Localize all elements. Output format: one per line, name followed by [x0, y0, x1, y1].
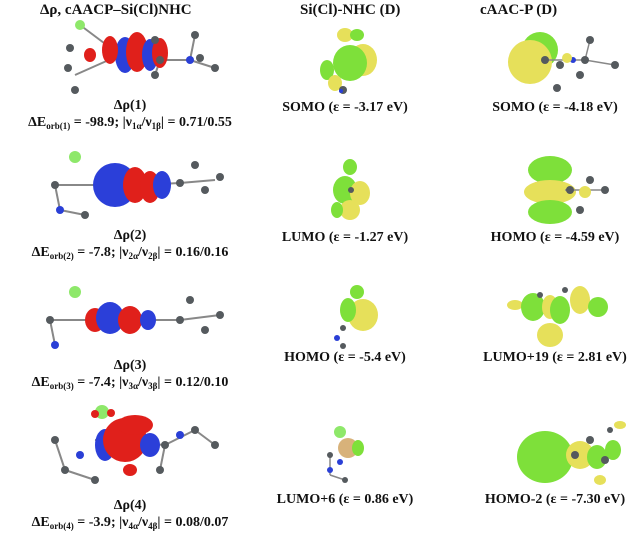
deformation-density-3-label: Δρ(3) [90, 358, 170, 374]
delta-e-orb-value: -7.4 [88, 375, 111, 390]
orbital-label: LUMO (ε = -1.27 eV) [281, 230, 409, 245]
deformation-density-4-image [51, 405, 219, 484]
eigenvalue-ratio: 0.12/0.10 [175, 375, 229, 390]
caacp-homo2-label: HOMO-2 (ε = -7.30 eV) [470, 492, 638, 508]
delta-e-orb-value: -7.8 [88, 245, 111, 260]
orbital-energy-1-caption: ΔEorb(1) = -98.9; |ν1α/ν1β| = 0.71/0.55 [28, 115, 232, 131]
header-text: Si(Cl)-NHC (D) [300, 2, 401, 18]
rho-label: Δρ(3) [113, 358, 147, 373]
eigenvalue-ratio: 0.71/0.55 [178, 115, 232, 130]
deformation-density-4-label: Δρ(4) [90, 498, 170, 514]
caacp-somo-label: SOMO (ε = -4.18 eV) [475, 100, 635, 116]
caacp-homo2-image [517, 421, 626, 485]
caacp-homo-label: HOMO (ε = -4.59 eV) [475, 230, 635, 246]
orbital-label: HOMO-2 (ε = -7.30 eV) [484, 492, 626, 507]
orbital-energy-3-caption: ΔEorb(3) = -7.4; |ν3α/ν3β| = 0.12/0.10 [31, 375, 229, 391]
deformation-density-2-label: Δρ(2) [90, 228, 170, 244]
sinhc-somo-image [320, 28, 377, 94]
rho-label: Δρ(4) [113, 498, 147, 513]
eigenvalue-ratio: 0.16/0.16 [175, 245, 229, 260]
delta-e-orb-value: -98.9 [85, 115, 115, 130]
orbital-label: SOMO (ε = -4.18 eV) [492, 100, 618, 115]
header-text: Δρ, cAACP–Si(Cl)NHC [40, 2, 192, 18]
rho-label: Δρ(2) [113, 228, 147, 243]
sinhc-lumo6-label: LUMO+6 (ε = 0.86 eV) [265, 492, 425, 508]
column-header-caacp: cAAC-P (D) [480, 2, 557, 19]
orbital-label: LUMO+19 (ε = 2.81 eV) [483, 350, 627, 365]
eigenvalue-ratio: 0.08/0.07 [175, 515, 229, 530]
caacp-lumo19-label: LUMO+19 (ε = 2.81 eV) [470, 350, 638, 366]
sinhc-lumo-image [331, 159, 370, 220]
sinhc-lumo-label: LUMO (ε = -1.27 eV) [270, 230, 420, 246]
deformation-density-2-image [51, 151, 224, 219]
orbital-label: HOMO (ε = -4.59 eV) [490, 230, 620, 245]
deformation-density-3-image [46, 286, 224, 349]
delta-e-orb-value: -3.9 [88, 515, 111, 530]
orbital-energy-4-caption: ΔEorb(4) = -3.9; |ν4α/ν4β| = 0.08/0.07 [31, 515, 229, 531]
caacp-homo-image [524, 156, 609, 224]
sinhc-homo-image [334, 285, 378, 349]
orbital-label: SOMO (ε = -3.17 eV) [282, 100, 408, 115]
sinhc-somo-label: SOMO (ε = -3.17 eV) [270, 100, 420, 116]
header-text: cAAC-P (D) [480, 2, 558, 18]
deformation-density-1-label: Δρ(1) [90, 98, 170, 114]
orbital-energy-2-caption: ΔEorb(2) = -7.8; |ν2α/ν2β| = 0.16/0.16 [31, 245, 229, 261]
sinhc-lumo6-image [327, 426, 364, 483]
column-header-sinhc: Si(Cl)-NHC (D) [300, 2, 400, 19]
caacp-somo-image [508, 32, 619, 92]
deformation-density-1-image [64, 20, 219, 94]
orbital-label: LUMO+6 (ε = 0.86 eV) [276, 492, 414, 507]
orbital-label: HOMO (ε = -5.4 eV) [284, 350, 406, 365]
column-header-deformation-density: Δρ, cAACP–Si(Cl)NHC [40, 2, 192, 19]
sinhc-homo-label: HOMO (ε = -5.4 eV) [270, 350, 420, 366]
caacp-lumo19-image [507, 286, 608, 347]
rho-label: Δρ(1) [113, 98, 147, 113]
